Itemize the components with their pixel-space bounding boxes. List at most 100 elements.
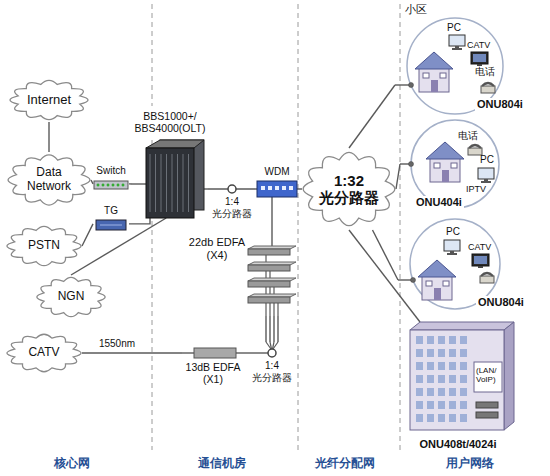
building-window <box>416 401 423 409</box>
node-label: CATV <box>467 40 490 50</box>
edfa-front <box>248 249 290 255</box>
network-cloud: Internet <box>9 78 89 122</box>
zone-divider <box>298 4 299 450</box>
pc-monitor <box>444 240 460 251</box>
house-wall <box>419 68 449 92</box>
building-window <box>427 414 434 422</box>
gateway-stripe <box>100 225 122 226</box>
house-wall <box>430 158 460 182</box>
pc-base <box>452 48 462 50</box>
phone-base <box>468 148 482 155</box>
building-window <box>427 362 434 370</box>
fiber-connector <box>266 316 278 342</box>
onu-building-outline <box>396 322 520 456</box>
olt-card-slot <box>155 154 156 212</box>
node-label: CATV <box>18 346 70 360</box>
tv-screen <box>473 54 486 62</box>
building-window <box>427 375 434 383</box>
user-area-circle: 电话PCIPTVONU404i <box>400 116 545 216</box>
drop-point <box>409 162 414 167</box>
node-label: (LAN/ VoIP) <box>476 366 504 384</box>
cloud-outline <box>7 334 81 372</box>
house-door <box>442 170 449 182</box>
building-window <box>449 414 456 422</box>
onu-house: ONU804i <box>416 256 541 316</box>
phone-base <box>481 86 495 93</box>
node-label: 电话 <box>458 130 478 142</box>
node-label: ONU408t/4024i <box>396 438 520 451</box>
building-window <box>460 388 467 396</box>
pc-stand <box>450 251 454 253</box>
olt-wire <box>204 188 208 189</box>
building-window <box>438 375 445 383</box>
user-area-circle: 小区PCCATV电话ONU804i <box>395 2 545 114</box>
fiber-connector <box>271 197 272 232</box>
drop-point <box>409 83 414 88</box>
node-label: 13dB EDFA (X1) <box>182 361 244 385</box>
pc-base <box>481 181 491 183</box>
optical-splitter: 1:4 光分路器 <box>250 342 294 394</box>
tv-set <box>471 52 488 64</box>
olt-card-slot <box>150 154 151 212</box>
edfa-wire <box>271 232 272 246</box>
tv-stand <box>478 266 483 268</box>
building-window <box>438 401 445 409</box>
network-cloud: PSTN <box>6 224 82 268</box>
building-window <box>427 388 434 396</box>
node-label: TG <box>93 205 129 217</box>
house-door <box>434 288 441 300</box>
wdm-body <box>257 181 297 197</box>
node-label: 小区 <box>405 3 427 16</box>
building-window <box>438 349 445 357</box>
house-window <box>423 73 429 78</box>
building-window <box>438 362 445 370</box>
switch-port-led <box>102 184 104 186</box>
node-label: Data Network <box>19 166 79 194</box>
switch-port-led <box>122 184 124 186</box>
node-label: IPTV <box>466 184 486 194</box>
building-window <box>449 336 456 344</box>
building-front <box>410 330 504 430</box>
house-window <box>451 163 457 168</box>
house-window <box>440 73 446 78</box>
node-label: BBS1000+/ BBS4000(OLT) <box>132 110 208 134</box>
edfa-front <box>248 297 290 303</box>
building-window <box>427 336 434 344</box>
tv-stand <box>477 64 482 66</box>
tv-screen <box>474 256 487 264</box>
building-window <box>416 349 423 357</box>
olt-card-slot <box>161 154 162 212</box>
house-wall <box>422 276 452 300</box>
fiber-connector <box>373 230 399 280</box>
olt-card-slot <box>183 154 184 212</box>
fiber-connector <box>349 230 420 322</box>
node-label: ONU404i <box>414 196 464 209</box>
gateway-device: TG <box>93 202 129 232</box>
building-window <box>438 336 445 344</box>
building-window <box>460 336 467 344</box>
wavelength-label: 1550nm <box>97 338 137 350</box>
network-cloud: NGN <box>36 275 106 319</box>
splitter-wire <box>266 342 271 349</box>
fiber-connector <box>129 218 150 224</box>
drop-point <box>411 278 416 283</box>
onu-unit <box>476 402 498 408</box>
splitter-wire <box>270 342 272 349</box>
fiber-connector <box>82 352 182 353</box>
node-label: 1:4 光分路器 <box>250 360 294 383</box>
phone-base <box>480 276 494 283</box>
building-window <box>438 414 445 422</box>
building-window <box>427 349 434 357</box>
building-window <box>427 401 434 409</box>
house-roof <box>426 142 464 159</box>
edfa-body <box>194 348 236 358</box>
zone-label: 用户网络 <box>446 457 494 471</box>
wdm-port <box>268 186 272 190</box>
pc-monitor <box>449 35 465 46</box>
pc-stand <box>455 46 459 48</box>
fiber-connector <box>82 224 93 246</box>
building-window <box>449 388 456 396</box>
area-circle <box>411 120 499 208</box>
onu-house: ONU404i <box>414 140 478 214</box>
